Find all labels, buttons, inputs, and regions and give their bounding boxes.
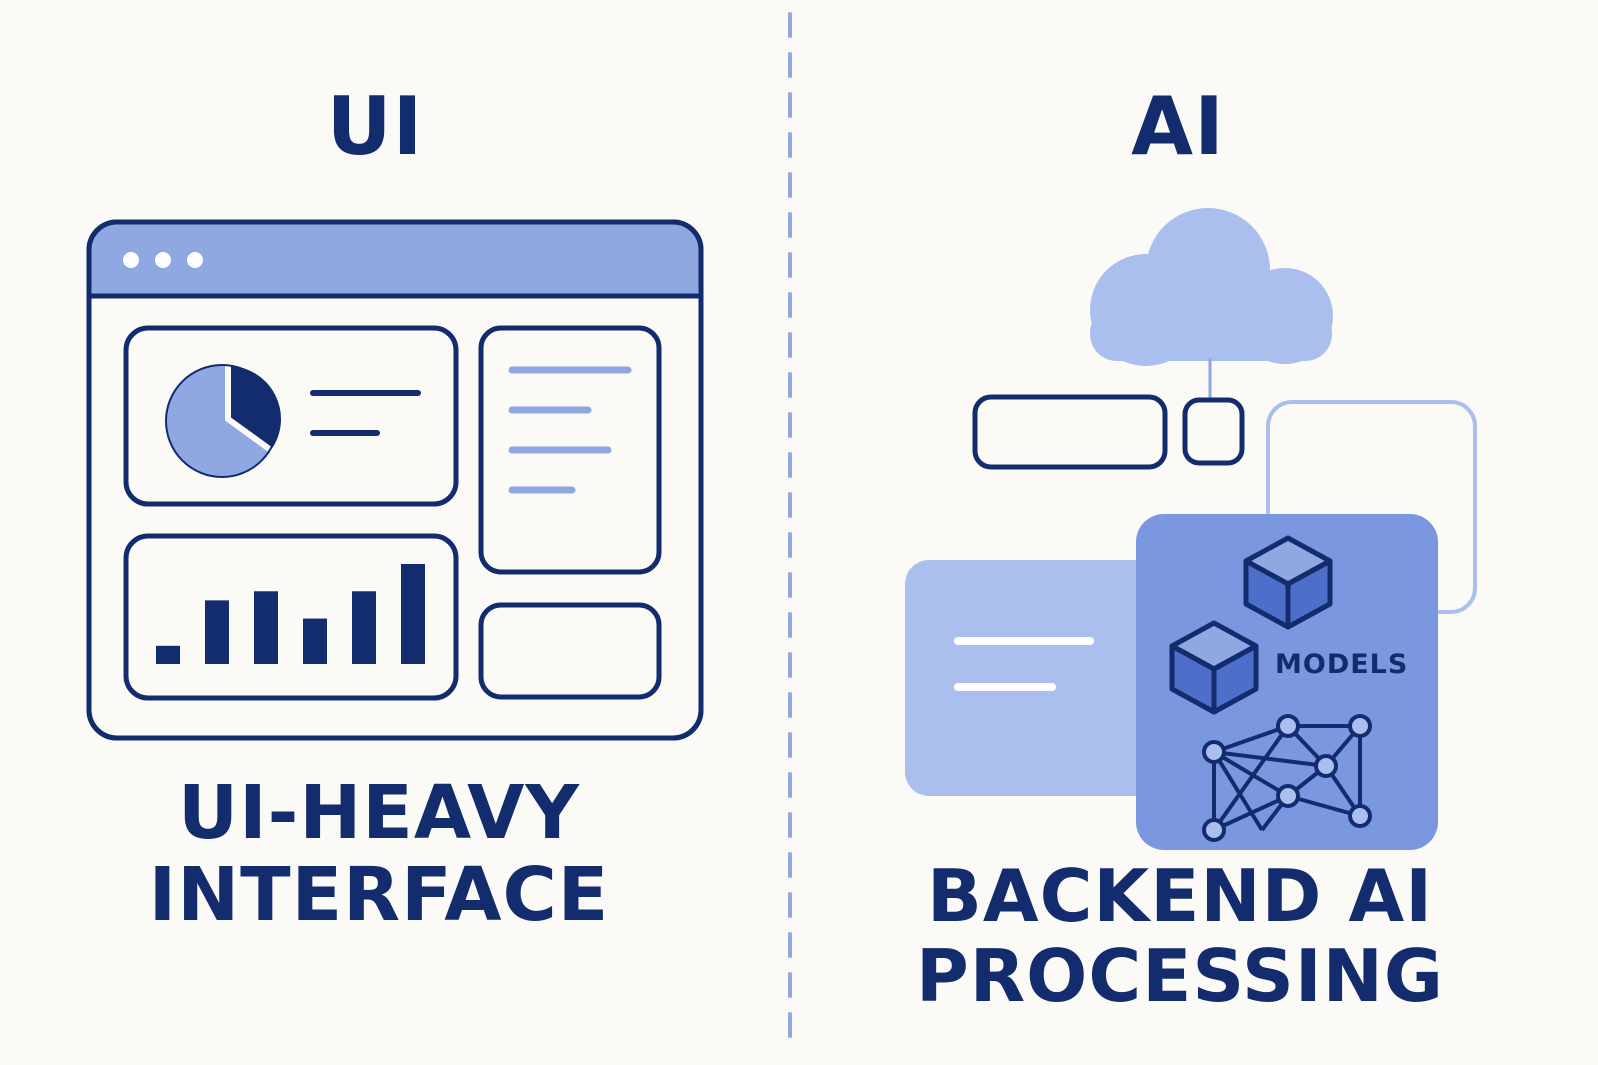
bar (205, 600, 229, 664)
bar (156, 645, 180, 664)
cube-icon (1169, 620, 1259, 715)
text-list-card (478, 325, 662, 575)
ui-title: UI (326, 80, 424, 173)
data-panel (905, 560, 1205, 796)
left-panel: UI UI-HEAVY INTERFACE (0, 0, 790, 1065)
bar-chart-icon (156, 564, 425, 664)
network-node-icon (1202, 714, 1372, 842)
cloud-icon (1090, 208, 1333, 366)
ui-caption-line1: UI-HEAVY (178, 770, 580, 856)
bar-chart-card (123, 533, 459, 701)
pie-chart-card (123, 325, 459, 507)
ui-caption-line2: INTERFACE (148, 852, 610, 938)
pie-outline (165, 364, 279, 478)
models-label: MODELS (1275, 649, 1408, 680)
models-panel (1136, 514, 1438, 850)
pie-chart-icon (165, 360, 287, 478)
right-panel: AI BACKEND AI PROCESSING (790, 0, 1598, 1065)
window-dot-icon (155, 252, 171, 268)
ai-caption-line2: PROCESSING (915, 934, 1445, 1018)
bar (254, 591, 278, 664)
pie-slice-dark (225, 360, 287, 455)
window-dot-icon (187, 252, 203, 268)
ai-caption-line1: BACKEND AI (926, 854, 1434, 938)
bar (303, 618, 327, 664)
window-dot-icon (123, 252, 139, 268)
bar (401, 564, 425, 664)
bar (352, 591, 376, 664)
blank-card (478, 602, 662, 700)
service-box (972, 394, 1168, 470)
cube-icon (1243, 535, 1333, 630)
node-box (1182, 397, 1245, 466)
ai-title: AI (1131, 80, 1225, 173)
